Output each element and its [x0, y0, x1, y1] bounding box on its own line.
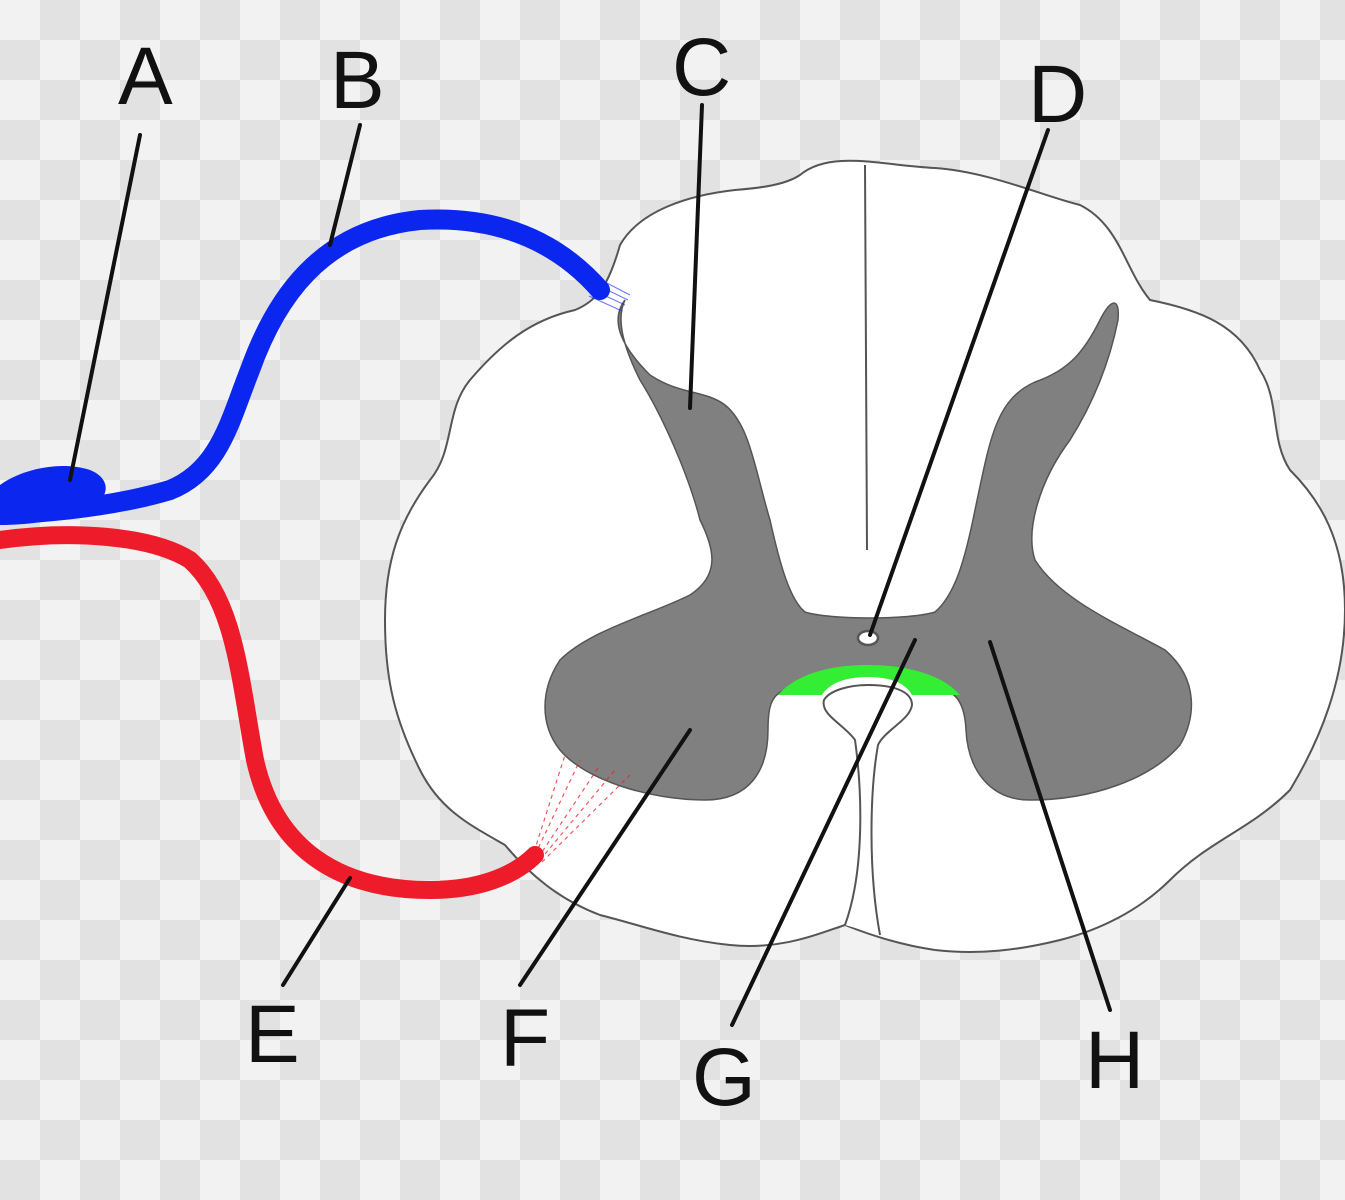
leader-line-e [281, 876, 352, 987]
ventral-rootlets [533, 754, 631, 863]
anterior-white-commissure [778, 665, 960, 695]
leader-line-f [518, 728, 692, 987]
leader-line-h [988, 640, 1112, 1012]
leader-line-a [68, 133, 142, 482]
leader-line-c [688, 103, 704, 410]
gray-matter [544, 299, 1193, 801]
dorsal-root [0, 209, 610, 525]
label-d: D [1028, 49, 1087, 140]
label-b: B [330, 35, 385, 126]
label-a: A [118, 31, 173, 122]
ventral-root [0, 526, 544, 900]
ventral-median-fissure [822, 683, 914, 936]
label-h: H [1085, 1015, 1144, 1106]
central-canal [856, 629, 880, 647]
leader-line-b [328, 123, 362, 247]
dorsal-root-ganglion [0, 465, 106, 525]
label-e: E [245, 989, 300, 1080]
label-c: C [672, 22, 731, 113]
leader-line-d [868, 128, 1050, 637]
leader-line-g [730, 638, 917, 1027]
label-g: G [692, 1032, 756, 1123]
dorsal-median-septum [864, 164, 868, 551]
label-f: F [500, 993, 550, 1084]
